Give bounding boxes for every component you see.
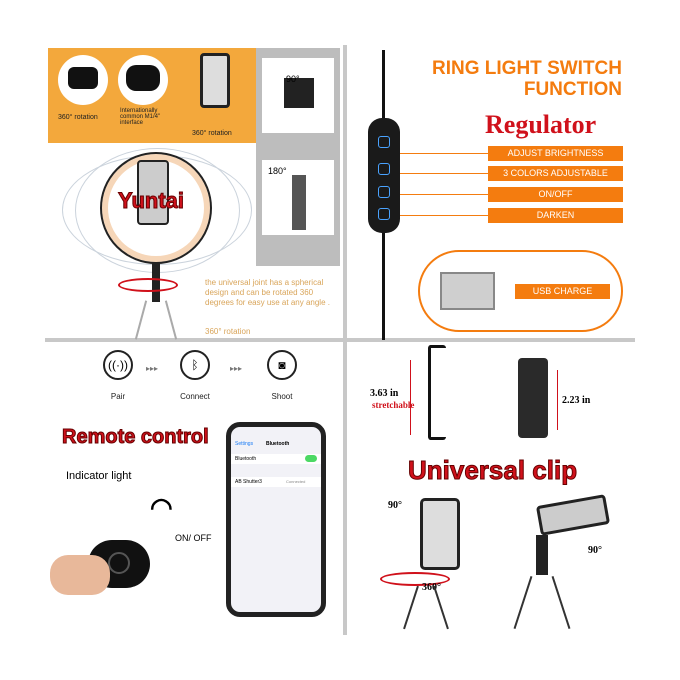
caption-rotation-1: 360° rotation: [58, 114, 98, 121]
angle-90-left: 90°: [388, 500, 402, 511]
rotation-mount-image: [58, 55, 108, 105]
signal-icon: ((·)): [103, 350, 133, 380]
leader-line: [400, 153, 488, 154]
hand: [50, 555, 110, 595]
clip-open: [428, 345, 446, 440]
size-arrow: [557, 370, 558, 430]
regulator-title: Regulator: [485, 110, 597, 139]
joint-note: the universal joint has a spherical desi…: [205, 278, 330, 307]
brand-text: Yuntai: [117, 188, 185, 214]
bt-status: Connected: [286, 479, 306, 484]
phone-in-ring: [137, 160, 169, 225]
rotation-ring: [118, 278, 178, 292]
switch-title-line1: RING LIGHT SWITCH: [432, 58, 622, 79]
usb-charge-label: USB CHARGE: [515, 284, 610, 299]
bluetooth-icon: ᛒ: [180, 350, 210, 380]
bt-header: Bluetooth: [266, 441, 290, 447]
tripod-leg: [134, 300, 148, 340]
size-arrow: [410, 360, 411, 435]
usb-plug: [440, 272, 495, 310]
bt-toggle[interactable]: [305, 455, 317, 462]
caption-rotation-2: 360° rotation: [192, 130, 232, 137]
function-pill: DARKEN: [488, 208, 623, 223]
tripod-leg: [433, 585, 449, 630]
tripod-head: [536, 535, 548, 575]
tilt-180-image: [262, 160, 334, 235]
bt-device[interactable]: AB Shutter3: [235, 479, 262, 485]
onoff-label: ON/ OFF: [175, 533, 212, 543]
angle-360: 360°: [422, 582, 441, 593]
tripod-leg: [164, 300, 178, 340]
step-pair: Pair: [110, 392, 126, 401]
angle-90-right: 90°: [588, 545, 602, 556]
clip-size: 3.63 in: [370, 388, 399, 399]
clip-phone-portrait: [420, 498, 460, 570]
clip-closed: [518, 358, 548, 438]
arrow-icon: ▸▸▸: [146, 364, 159, 373]
leader-line: [400, 173, 488, 174]
leader-line: [400, 194, 488, 195]
holder-size: 2.23 in: [562, 395, 591, 406]
universal-clip-title: Universal clip: [407, 455, 578, 486]
rotation-note: 360° rotation: [205, 327, 251, 336]
switch-title-line2: FUNCTION: [523, 79, 622, 100]
divider-horizontal: [45, 338, 635, 342]
function-pill: 3 COLORS ADJUSTABLE: [488, 166, 623, 181]
step-shoot: Shoot: [271, 392, 293, 401]
camera-icon: ◙: [267, 350, 297, 380]
function-pill: ADJUST BRIGHTNESS: [488, 146, 623, 161]
interface-mount-image: [118, 55, 168, 105]
indicator-label: Indicator light: [66, 470, 132, 482]
leader-line: [400, 215, 488, 216]
angle-90: 90°: [286, 74, 300, 84]
tripod-leg: [513, 576, 533, 629]
phone-holder-image: [200, 53, 230, 108]
caption-interface: Internationally common M1/4" interface: [120, 108, 161, 126]
wireless-icon: ◠: [150, 492, 173, 522]
settings-back: Settings: [235, 441, 254, 447]
clip-note: stretchable: [372, 400, 415, 410]
arrow-icon: ▸▸▸: [230, 364, 243, 373]
tripod-leg: [551, 576, 571, 629]
function-pill: ON/OFF: [488, 187, 623, 202]
rotation-ring: [380, 572, 450, 586]
tilt-90-image: [262, 58, 334, 133]
smartphone: Settings Bluetooth Bluetooth AB Shutter3…: [226, 422, 326, 617]
step-connect: Connect: [180, 392, 210, 401]
inline-switch: [368, 118, 400, 233]
angle-180: 180°: [268, 166, 287, 176]
tripod-leg: [403, 585, 419, 630]
bt-row: Bluetooth: [235, 456, 257, 462]
usb-callout: [418, 250, 623, 332]
clip-phone-landscape: [535, 494, 611, 536]
remote-control-title: Remote control: [62, 426, 210, 449]
